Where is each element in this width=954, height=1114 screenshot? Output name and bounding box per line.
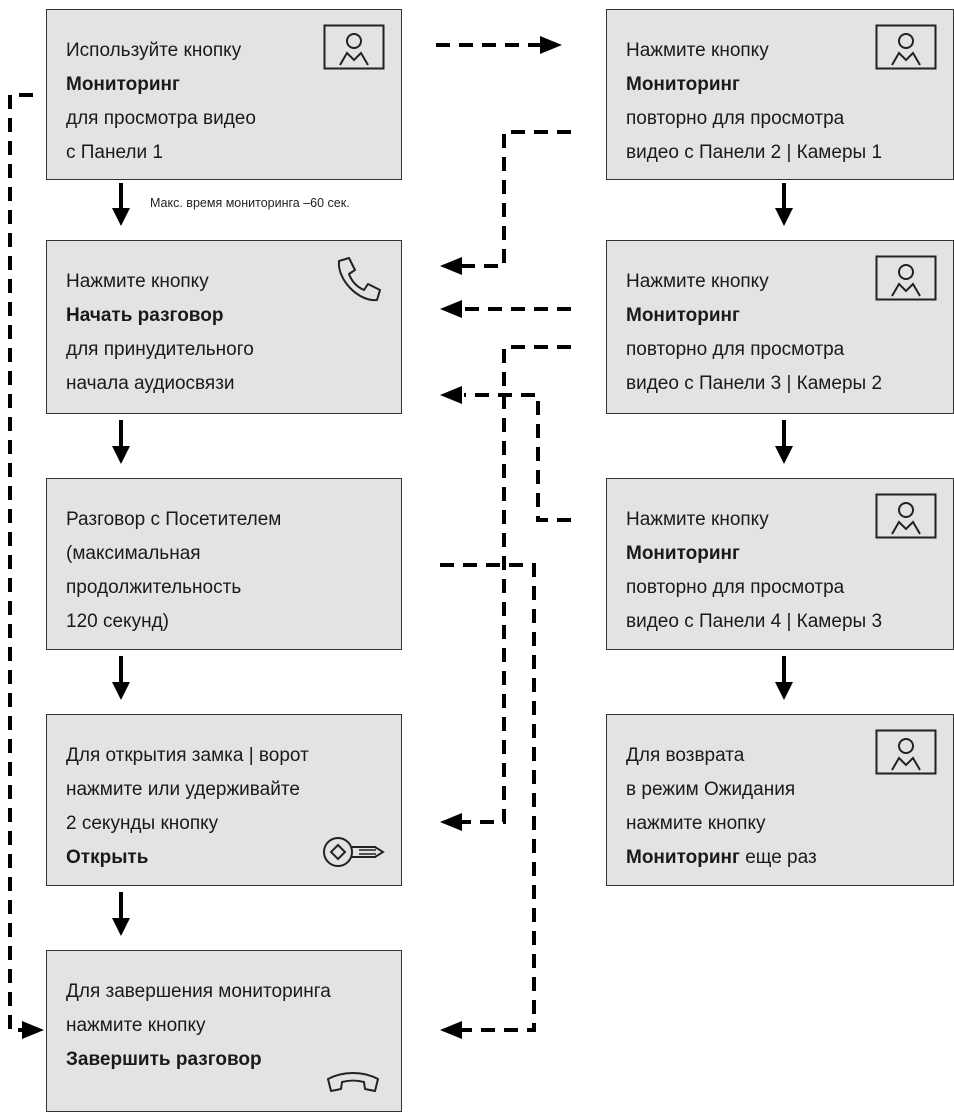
dash-head-r2-to-l4: [440, 813, 462, 831]
box-line: продолжительность: [66, 577, 242, 598]
key-icon: [323, 837, 385, 867]
box-line: нажмите кнопку: [66, 1015, 206, 1036]
dash-head-r3-to-l2: [440, 386, 462, 404]
down-arrow-head-left-0: [112, 208, 130, 226]
box-text: Для возврата в режим Ожидания нажмите кноп…: [626, 739, 817, 875]
down-arrow-head-right-0: [775, 208, 793, 226]
monitor-icon: [875, 24, 937, 70]
box-line: Нажмите кнопку: [66, 271, 209, 292]
box-line: Разговор с Посетителем: [66, 509, 282, 530]
dash-head-top-to-right: [540, 36, 562, 54]
box-line: начала аудиосвязи: [66, 373, 235, 394]
box-text: Для завершения мониторинга нажмите кнопку…: [66, 975, 331, 1077]
box-line: видео с Панели 2 | Камеры 1: [626, 142, 883, 163]
box-text: Для открытия замка | ворот нажмите или уд…: [66, 739, 309, 875]
box-line: для принудительного: [66, 339, 254, 360]
box-line: Мониторинг: [626, 305, 740, 326]
box-line: Для возврата: [626, 745, 745, 766]
box-line: видео с Панели 3 | Камеры 2: [626, 373, 883, 394]
box-line: повторно для просмотра: [626, 339, 845, 360]
monitor-icon: [875, 729, 937, 775]
box-line: повторно для просмотра: [626, 108, 845, 129]
box-line: Нажмите кнопку: [626, 509, 769, 530]
box-line: Мониторинг еще раз: [626, 847, 817, 868]
dash-r3-to-l2: [464, 393, 571, 522]
box-line: с Панели 1: [66, 142, 163, 163]
box-line: Завершить разговор: [66, 1049, 262, 1070]
dash-r1-to-l2: [462, 130, 571, 268]
phone-handset-icon: [337, 257, 381, 302]
box-line: видео с Панели 4 | Камеры 3: [626, 611, 883, 632]
dash-head-l3-to-l5: [440, 1021, 462, 1039]
down-arrow-head-left-1: [112, 446, 130, 464]
box-line: нажмите или удерживайте: [66, 779, 300, 800]
box-line: (максимальная: [66, 543, 201, 564]
monitoring-time-note: Макс. время мониторинга –60 сек.: [150, 196, 350, 210]
box-open-lock: Для открытия замка | ворот нажмите или уд…: [46, 714, 402, 886]
down-arrow-head-right-1: [775, 446, 793, 464]
box-line: в режим Ожидания: [626, 779, 796, 800]
monitor-icon: [875, 493, 937, 539]
box-line: повторно для просмотра: [626, 577, 845, 598]
box-line: Для открытия замка | ворот: [66, 745, 309, 766]
hang-up-icon: [327, 1072, 379, 1092]
box-end-monitoring: Для завершения мониторинга нажмите кнопку…: [46, 950, 402, 1112]
box-line: Мониторинг: [66, 74, 180, 95]
dash-l3-to-l5: [440, 563, 536, 1032]
box-line: Мониторинг: [626, 543, 740, 564]
dash-head-r1-to-l2: [440, 257, 462, 275]
box-line: Нажмите кнопку: [626, 271, 769, 292]
box-line: 120 секунд): [66, 611, 169, 632]
box-text: Разговор с Посетителем (максимальная продо…: [66, 503, 281, 639]
monitor-icon: [323, 24, 385, 70]
dash-head-outer-loop: [22, 1021, 44, 1039]
box-line: Мониторинг: [626, 74, 740, 95]
dash-r2-to-l4: [462, 345, 571, 824]
monitor-icon: [875, 255, 937, 301]
box-line: Открыть: [66, 847, 149, 868]
down-arrow-head-left-3: [112, 918, 130, 936]
box-line: для просмотра видео: [66, 108, 256, 129]
down-arrow-head-left-2: [112, 682, 130, 700]
box-return-standby: Для возврата в режим Ожидания нажмите кноп…: [606, 714, 954, 886]
dash-head-r2-to-l2: [440, 300, 462, 318]
box-conversation-visitor: Разговор с Посетителем (максимальная продо…: [46, 478, 402, 650]
box-line: 2 секунды кнопку: [66, 813, 219, 834]
box-line: Для завершения мониторинга: [66, 981, 331, 1002]
box-line: Нажмите кнопку: [626, 40, 769, 61]
box-line: Начать разговор: [66, 305, 224, 326]
down-arrow-head-right-2: [775, 682, 793, 700]
box-line: Используйте кнопку: [66, 40, 242, 61]
box-line: нажмите кнопку: [626, 813, 766, 834]
dash-outer-loop: [8, 93, 33, 1032]
